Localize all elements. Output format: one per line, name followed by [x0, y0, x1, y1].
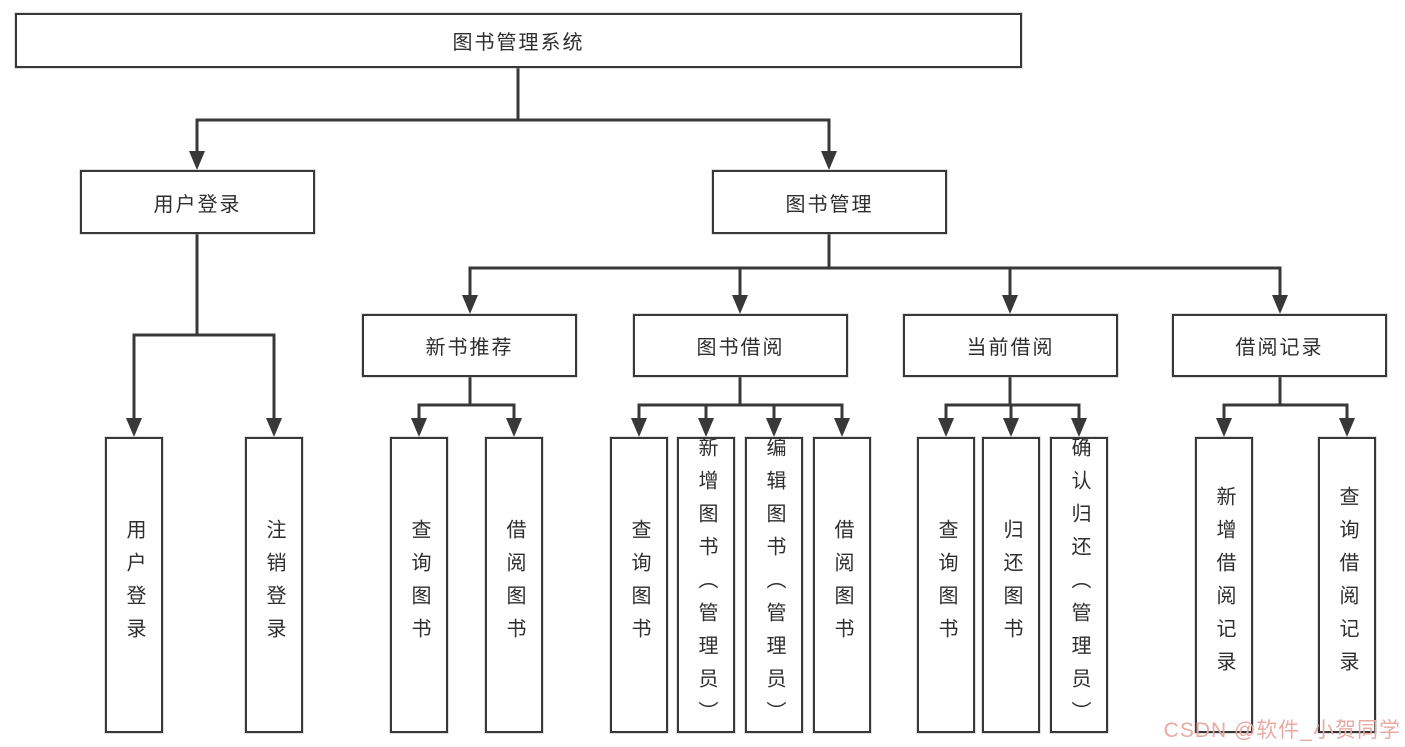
- node-label: 图书借阅: [696, 337, 785, 359]
- node-label: 编辑图书（管理员）: [763, 436, 785, 734]
- node-book-management: 图书管理: [712, 170, 947, 234]
- csdn-watermark: CSDN @软件_小贺同学: [1163, 719, 1401, 742]
- node-label: 查询图书: [935, 519, 957, 651]
- node-label: 用户登录: [153, 193, 242, 216]
- connector-current-borrow-branch: [938, 375, 1087, 437]
- node-book-borrow: 图书借阅: [633, 314, 848, 377]
- node-leaf-query-books-borrow: 查询图书: [610, 437, 668, 733]
- node-new-book-recommend: 新书推荐: [362, 314, 577, 377]
- node-label: 图书管理系统: [452, 32, 585, 54]
- connector-root-to-level2: [189, 66, 837, 170]
- node-leaf-query-books-current: 查询图书: [917, 437, 975, 733]
- node-label: 新增借阅记录: [1213, 486, 1235, 684]
- node-label: 注销登录: [263, 519, 285, 651]
- node-leaf-confirm-return-admin: 确认归还（管理员）: [1050, 436, 1108, 734]
- node-current-borrow: 当前借阅: [903, 314, 1118, 377]
- node-leaf-user-login: 用户登录: [105, 437, 163, 733]
- node-label: 查询图书: [628, 519, 650, 651]
- node-borrow-records: 借阅记录: [1172, 314, 1387, 377]
- node-leaf-borrow-books-recommend: 借阅图书: [485, 437, 543, 733]
- node-leaf-add-borrow-record: 新增借阅记录: [1195, 437, 1253, 733]
- node-leaf-edit-book-admin: 编辑图书（管理员）: [745, 436, 803, 734]
- node-label: 确认归还（管理员）: [1068, 436, 1090, 734]
- connector-book-management-branch: [462, 232, 1288, 314]
- node-library-management-system: 图书管理系统: [15, 13, 1022, 68]
- node-leaf-query-books-recommend: 查询图书: [390, 437, 448, 733]
- node-leaf-add-book-admin: 新增图书（管理员）: [677, 436, 735, 734]
- node-label: 新书推荐: [425, 337, 514, 359]
- node-label: 查询借阅记录: [1336, 486, 1358, 684]
- node-leaf-query-borrow-record: 查询借阅记录: [1318, 437, 1376, 733]
- connector-borrow-records-branch: [1216, 375, 1355, 437]
- node-label: 归还图书: [1000, 519, 1022, 651]
- node-label: 当前借阅: [966, 337, 1055, 359]
- node-user-login: 用户登录: [80, 170, 315, 234]
- node-label: 图书管理: [785, 193, 874, 216]
- node-label: 借阅记录: [1235, 337, 1324, 359]
- node-label: 用户登录: [123, 519, 145, 651]
- node-label: 借阅图书: [831, 519, 853, 651]
- connector-user-login-branch: [126, 232, 282, 437]
- connector-book-borrow-branch: [631, 375, 850, 437]
- node-leaf-borrow-books: 借阅图书: [813, 437, 871, 733]
- node-label: 借阅图书: [503, 519, 525, 651]
- node-label: 查询图书: [408, 519, 430, 651]
- node-leaf-return-book: 归还图书: [982, 437, 1040, 733]
- connector-new-book-recommend-branch: [411, 375, 522, 437]
- node-label: 新增图书（管理员）: [695, 436, 717, 734]
- node-leaf-logout: 注销登录: [245, 437, 303, 733]
